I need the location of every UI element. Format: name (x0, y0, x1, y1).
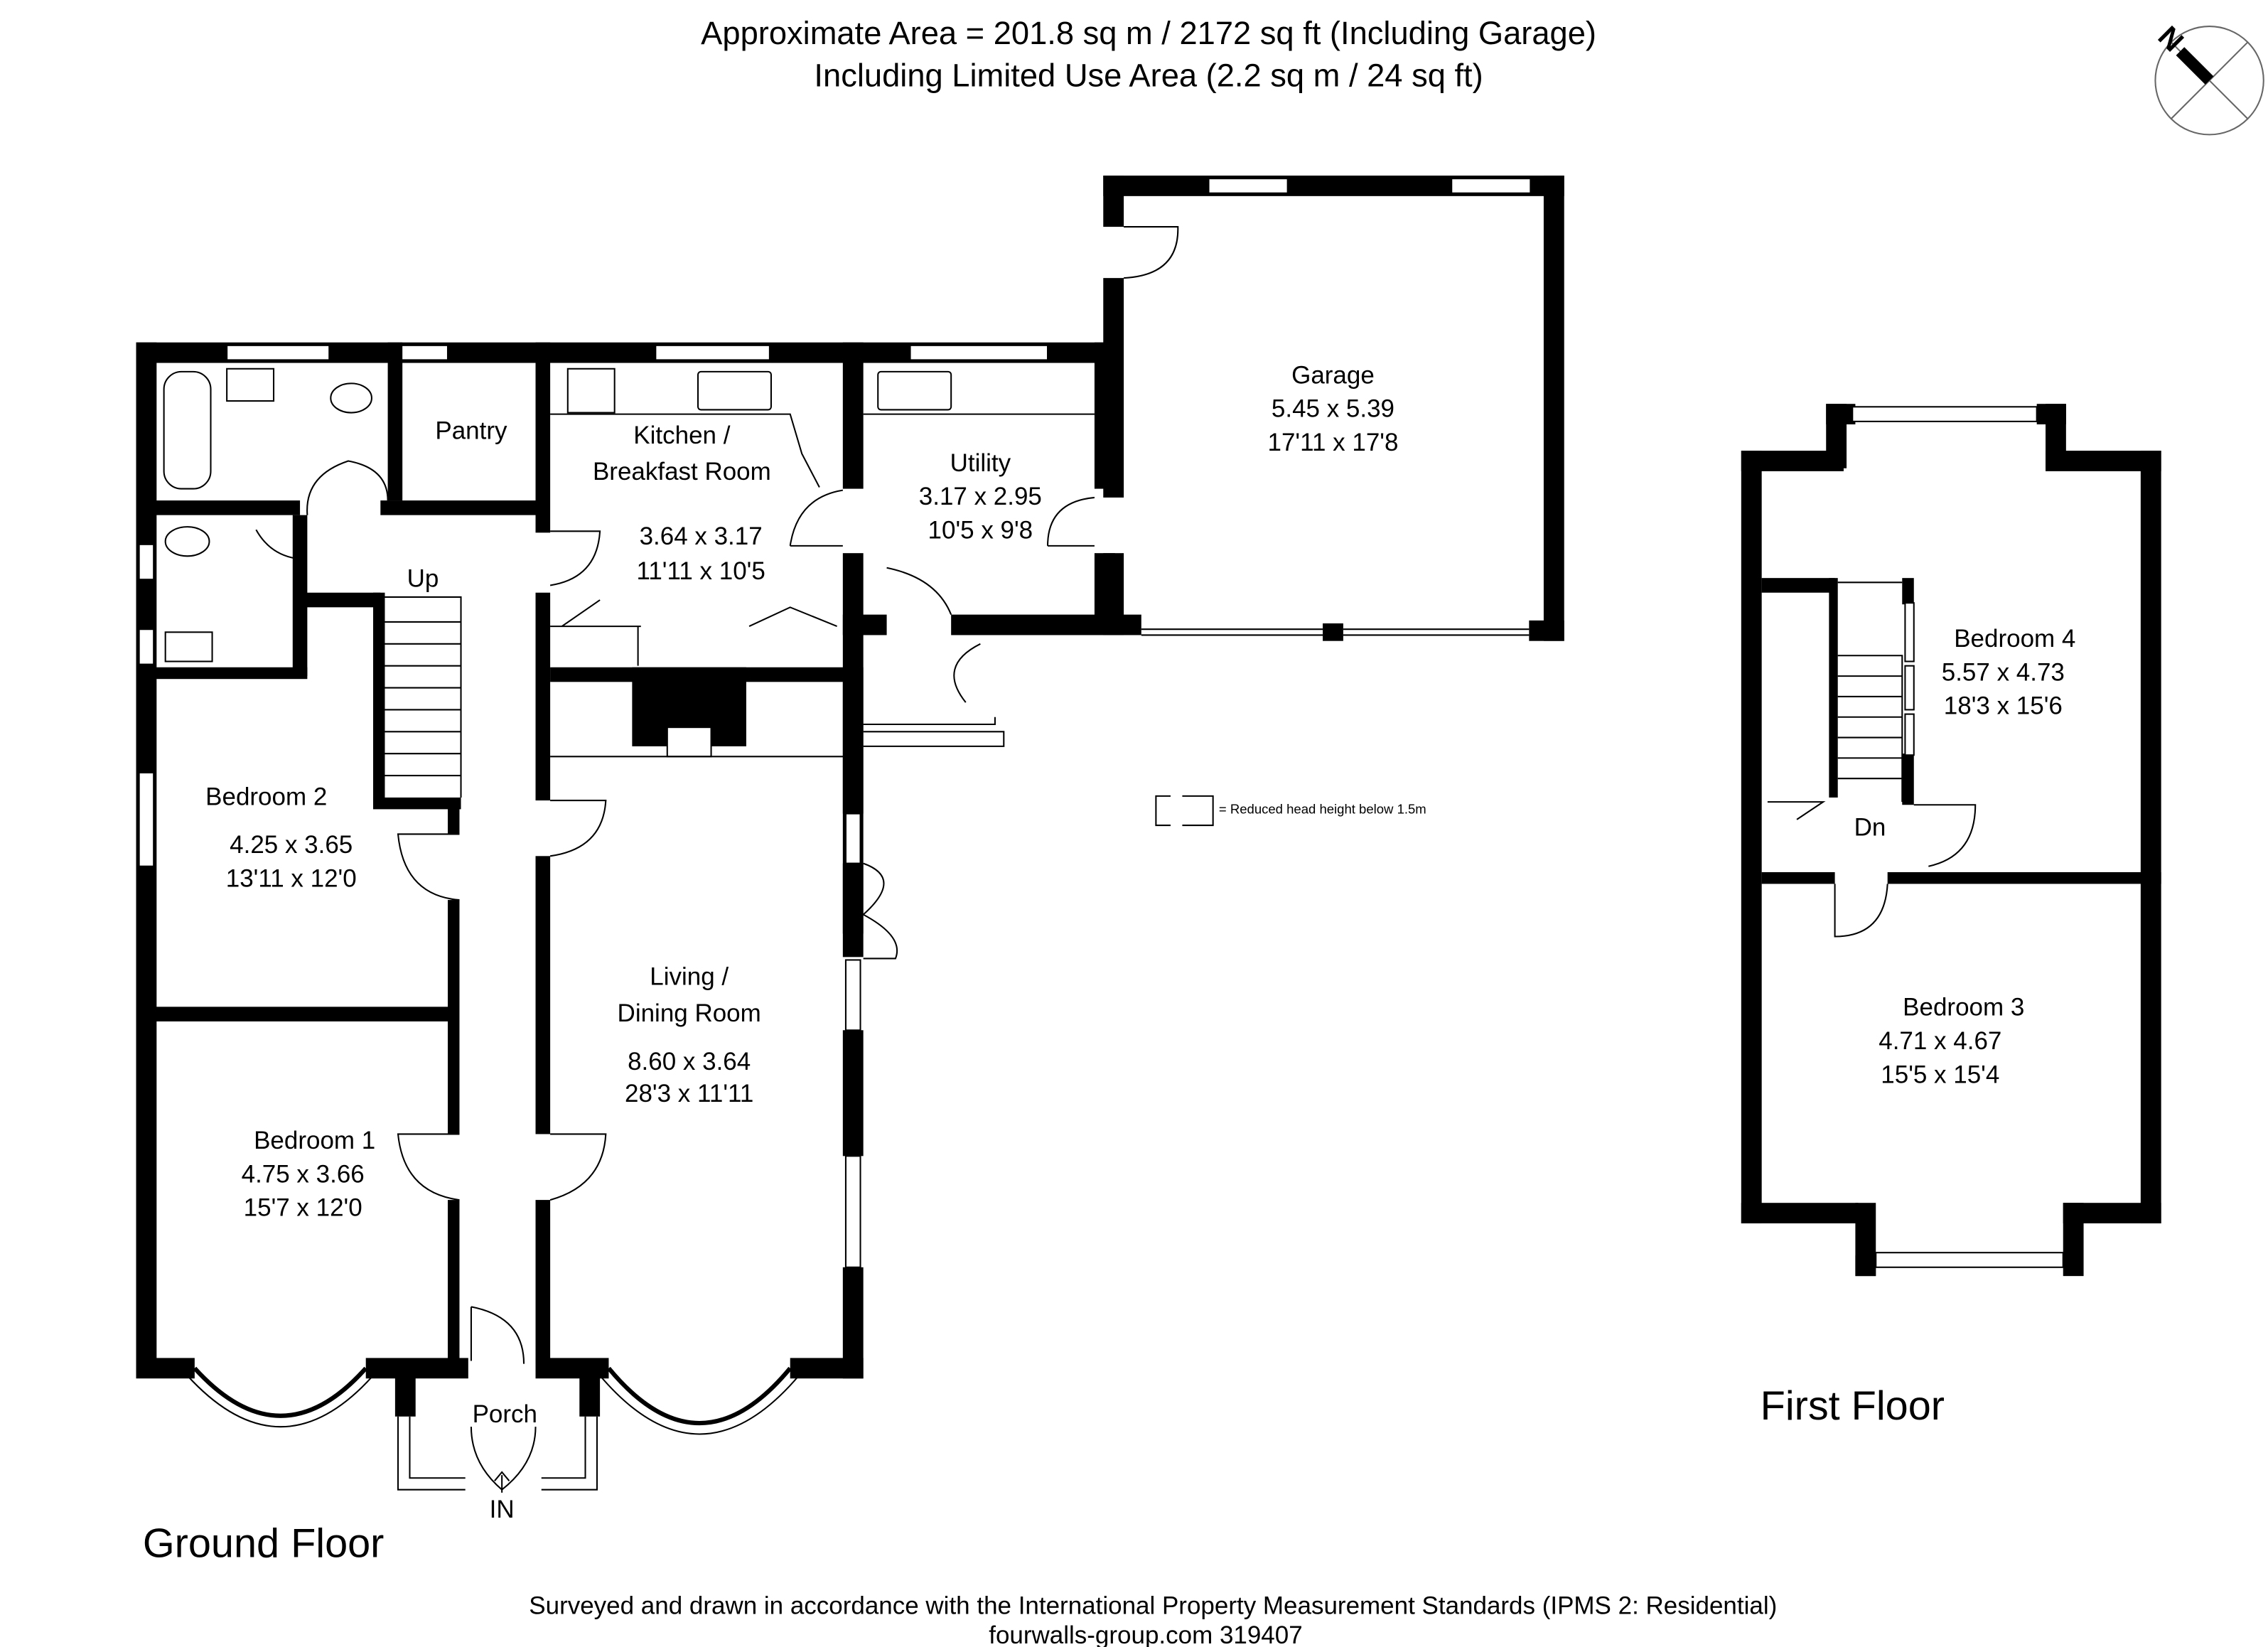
bedroom2-name: Bedroom 2 (205, 783, 327, 810)
bedroom1-metric: 4.75 x 3.66 (242, 1160, 365, 1188)
first-floor-labels: Bedroom 4 5.57 x 4.73 18'3 x 15'6 Dn Bed… (1761, 625, 2076, 1429)
compass-icon: N (2152, 20, 2264, 136)
legend-text: = Reduced head height below 1.5m (1219, 802, 1426, 817)
ground-floor-label: Ground Floor (143, 1520, 385, 1566)
area-summary: Approximate Area = 201.8 sq m / 2172 sq … (701, 15, 1596, 51)
pantry-name: Pantry (435, 417, 507, 445)
bedroom4-metric: 5.57 x 4.73 (1942, 658, 2065, 686)
kitchen-name-2: Breakfast Room (593, 458, 771, 485)
living-metric: 8.60 x 3.64 (628, 1048, 751, 1075)
ground-floor-labels: Garage 5.45 x 5.39 17'11 x 17'8 Pantry K… (143, 361, 1399, 1566)
living-imperial: 28'3 x 11'11 (625, 1080, 753, 1107)
company-reference: fourwalls-group.com 319407 (989, 1621, 1302, 1647)
utility-imperial: 10'5 x 9'8 (928, 517, 1033, 544)
first-floor-stairs (1837, 581, 1903, 803)
porch-name: Porch (473, 1400, 537, 1428)
ground-floor-walls (136, 176, 1564, 1491)
bedroom3-name: Bedroom 3 (1903, 994, 2024, 1021)
bedroom2-imperial: 13'11 x 12'0 (226, 865, 357, 893)
stairs-up-label: Up (407, 565, 439, 593)
bedroom4-imperial: 18'3 x 15'6 (1944, 692, 2063, 720)
living-name-2: Dining Room (618, 999, 761, 1027)
legend: = Reduced head height below 1.5m (1155, 795, 1426, 827)
kitchen-name-1: Kitchen / (633, 422, 730, 449)
kitchen-imperial: 11'11 x 10'5 (636, 557, 765, 585)
bedroom1-name: Bedroom 1 (254, 1127, 375, 1154)
stairs-down-label: Dn (1854, 813, 1886, 841)
bedroom2-metric: 4.25 x 3.65 (230, 831, 353, 859)
garage-metric: 5.45 x 5.39 (1272, 395, 1394, 423)
first-floor-label: First Floor (1761, 1383, 1945, 1429)
bedroom3-metric: 4.71 x 4.67 (1879, 1027, 2001, 1055)
limited-use-area: Including Limited Use Area (2.2 sq m / 2… (814, 57, 1483, 93)
entrance-label: IN (490, 1496, 515, 1523)
entrance-arrow-icon (494, 1471, 510, 1493)
kitchen-metric: 3.64 x 3.17 (640, 522, 763, 550)
garage-name: Garage (1291, 361, 1375, 389)
first-floor-walls (1741, 404, 2161, 1277)
utility-metric: 3.17 x 2.95 (919, 483, 1042, 510)
utility-name: Utility (950, 449, 1011, 477)
ground-floor-stairs (385, 596, 462, 798)
bedroom4-name: Bedroom 4 (1954, 625, 2075, 653)
bedroom1-imperial: 15'7 x 12'0 (244, 1194, 362, 1222)
bedroom3-imperial: 15'5 x 15'4 (1881, 1061, 1999, 1088)
living-name-1: Living / (650, 962, 729, 990)
garage-imperial: 17'11 x 17'8 (1268, 429, 1399, 456)
survey-statement: Surveyed and drawn in accordance with th… (529, 1592, 1777, 1620)
